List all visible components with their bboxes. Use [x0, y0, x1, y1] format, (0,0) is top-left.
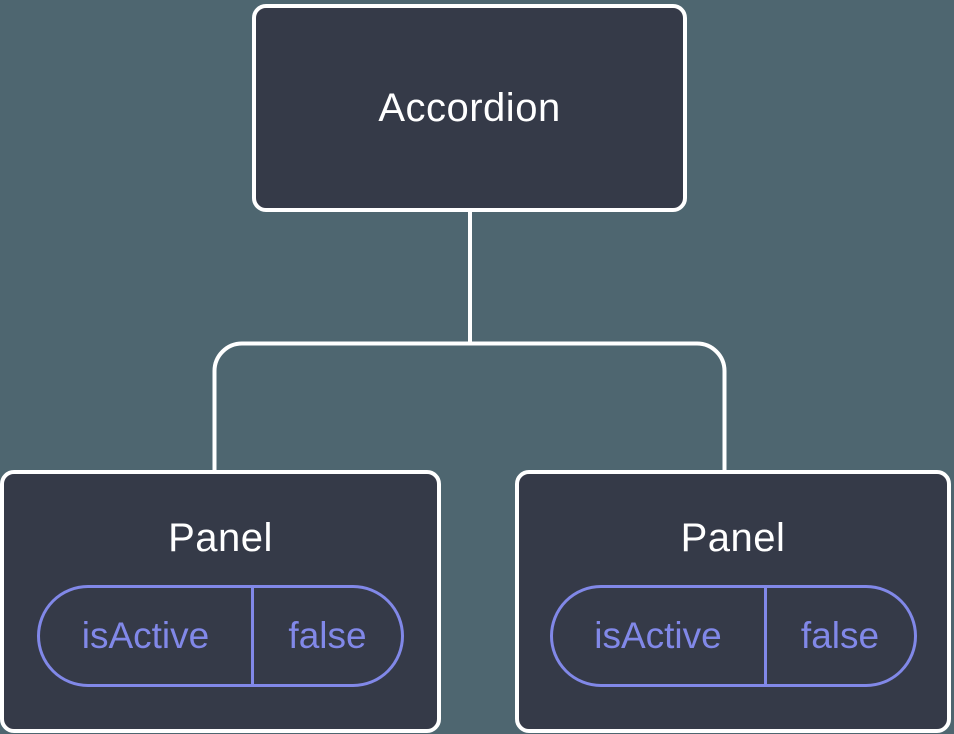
state-pill: isActive false — [37, 585, 404, 687]
connector-branches — [212, 341, 727, 472]
state-value: false — [763, 588, 914, 684]
panel-node-left: Panel isActive false — [0, 470, 441, 733]
accordion-node-label: Accordion — [378, 86, 561, 130]
accordion-node: Accordion — [252, 4, 687, 212]
panel-node-label: Panel — [168, 516, 273, 560]
state-name: isActive — [594, 615, 722, 656]
state-value: false — [251, 588, 401, 684]
state-pill: isActive false — [549, 585, 917, 687]
panel-node-right: Panel isActive false — [515, 470, 951, 733]
state-name: isActive — [81, 615, 210, 656]
panel-node-label: Panel — [680, 516, 786, 560]
